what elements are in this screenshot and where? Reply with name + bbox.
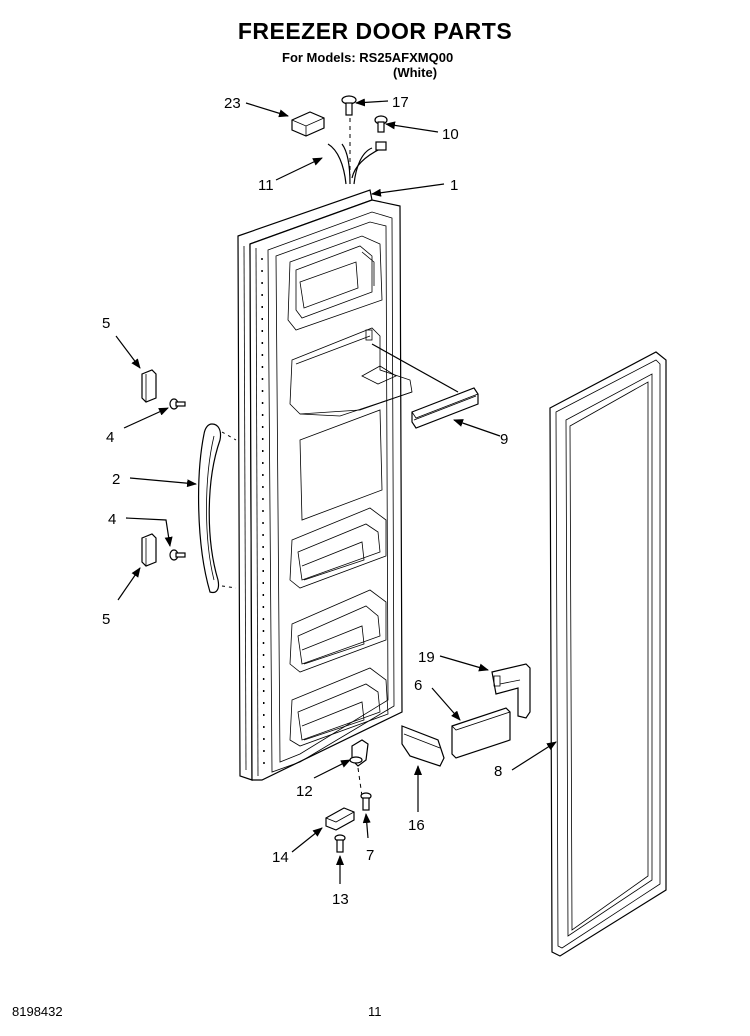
hinge-bracket-14 [325, 807, 355, 831]
callout-14: 14 [272, 849, 289, 866]
handle-screw-upper [169, 398, 186, 410]
models-line: For Models: RS25AFXMQ00 [282, 50, 454, 65]
callout-19: 19 [418, 649, 435, 666]
callout-labels: 23 17 10 11 1 5 4 2 9 4 5 19 6 8 12 16 1… [102, 94, 508, 908]
callout-10: 10 [442, 126, 459, 143]
page-number: 11 [368, 1004, 382, 1019]
callout-6: 6 [414, 677, 422, 694]
callout-5-upper: 5 [102, 315, 110, 332]
handle-cap-lower [141, 533, 157, 567]
hinge-bushing [349, 739, 369, 767]
door-gasket [549, 351, 667, 957]
wire-harness [327, 141, 387, 185]
callout-13: 13 [332, 891, 349, 908]
callout-12: 12 [296, 783, 313, 800]
bin-end-16 [401, 725, 445, 767]
callout-4-lower: 4 [108, 511, 116, 528]
door-panel [237, 189, 403, 781]
color-line: (White) [393, 65, 438, 80]
callout-11: 11 [258, 177, 274, 194]
callout-23: 23 [224, 95, 241, 112]
hinge-screw-13 [334, 834, 346, 853]
document-number: 8198432 [12, 1004, 63, 1019]
middle-shelf [289, 327, 413, 521]
shelf-trim [411, 387, 479, 429]
hinge-screw-7 [360, 792, 372, 811]
callout-2: 2 [112, 471, 120, 488]
callout-4-upper: 4 [106, 429, 114, 446]
leader-lines [115, 98, 557, 884]
screw-10 [374, 115, 388, 133]
bin-front-6 [451, 707, 511, 759]
callout-5-lower: 5 [102, 611, 110, 628]
lower-bins [289, 507, 389, 747]
upper-shelf [287, 235, 383, 331]
handle-cap-upper [141, 369, 157, 403]
callout-9: 9 [500, 431, 508, 448]
callout-17: 17 [392, 94, 409, 111]
callout-1: 1 [450, 177, 458, 194]
screw-17 [341, 95, 357, 116]
callout-7: 7 [366, 847, 374, 864]
callout-8: 8 [494, 763, 502, 780]
page-title: FREEZER DOOR PARTS [237, 18, 513, 44]
wire-connector [291, 111, 325, 137]
door-handle [198, 423, 222, 594]
callout-16: 16 [408, 817, 425, 834]
bin-end-19 [491, 663, 531, 719]
handle-screw-lower [169, 549, 186, 561]
